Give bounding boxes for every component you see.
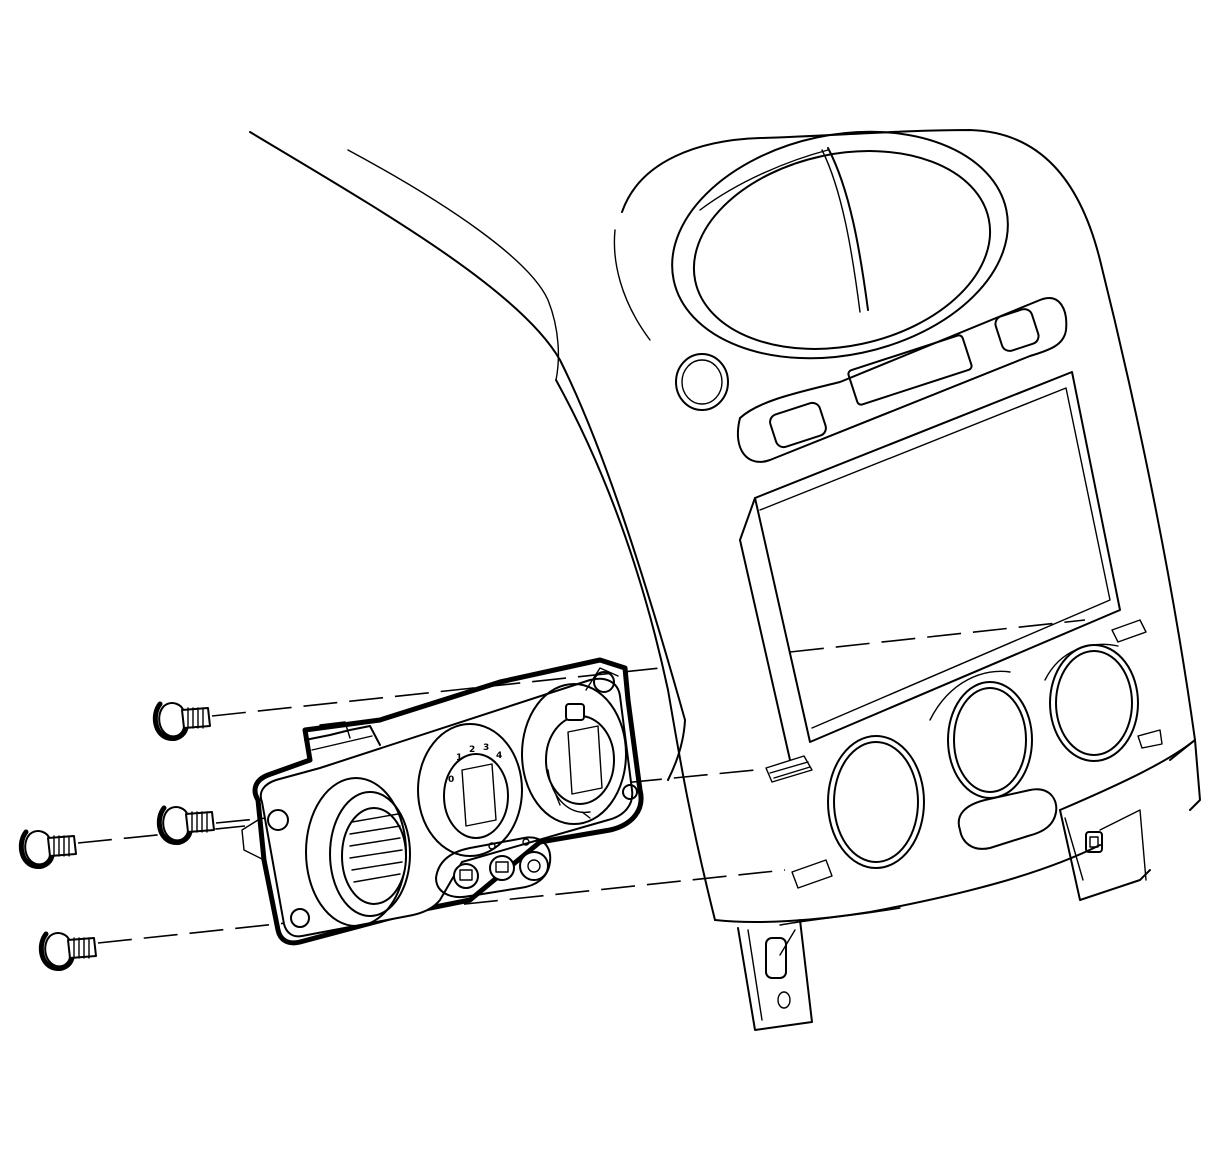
fan-dial-digit: 0 (448, 775, 454, 785)
vent-rings (827, 643, 1139, 869)
round-knob (675, 353, 729, 411)
hvac-control-module (241, 657, 644, 946)
fan-dial-digit: 3 (483, 743, 489, 753)
hazard-button-pill (957, 788, 1058, 850)
mounting-bracket-right (1059, 739, 1201, 901)
screw-icon (38, 931, 97, 971)
radio-opening (739, 371, 1121, 761)
gauge-cluster-opening (671, 130, 1009, 360)
switch-strip (737, 297, 1068, 463)
fan-dial-digit: 1 (456, 753, 462, 763)
screw-icon (152, 701, 211, 741)
fan-dial-digit: 4 (496, 751, 502, 761)
instrument-panel (249, 129, 1196, 926)
screw-icon (156, 805, 215, 845)
fan-dial-digit: 2 (469, 745, 475, 755)
mounting-bracket-center (737, 919, 813, 1031)
fan-dial-digits: 0 1 2 3 4 (448, 743, 502, 785)
screw-icon (18, 829, 77, 869)
vent-detail-left (765, 619, 1163, 889)
